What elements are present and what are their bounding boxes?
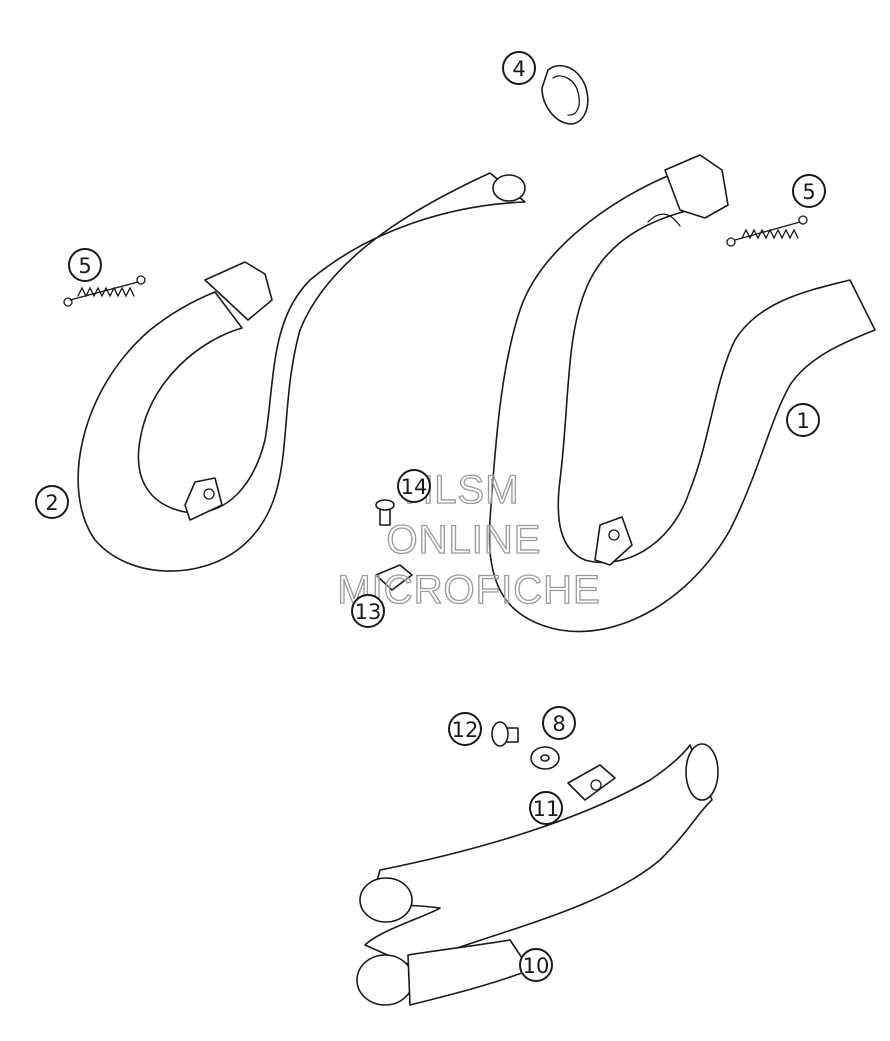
svg-text:8: 8 <box>552 712 565 736</box>
svg-text:12: 12 <box>452 718 479 742</box>
callout-8: 8 <box>542 706 576 740</box>
callout-14: 14 <box>397 469 431 503</box>
svg-text:13: 13 <box>355 600 382 624</box>
callout-4: 4 <box>502 51 536 85</box>
callout-11: 11 <box>529 791 563 825</box>
callout-12: 12 <box>448 712 482 746</box>
clip-nut-13 <box>375 564 413 591</box>
spring-left <box>63 275 146 307</box>
callout-5-left: 5 <box>68 248 102 282</box>
svg-text:4: 4 <box>512 57 525 81</box>
header-pipe-left <box>77 172 526 572</box>
svg-text:5: 5 <box>78 254 91 278</box>
washer-8 <box>530 746 560 770</box>
gasket <box>541 64 589 125</box>
callout-10: 10 <box>519 948 553 982</box>
svg-text:2: 2 <box>45 491 58 515</box>
clip-11 <box>567 764 616 801</box>
header-pipe-right <box>488 154 876 633</box>
bolt-12 <box>491 721 519 747</box>
svg-text:11: 11 <box>533 797 560 821</box>
svg-text:1: 1 <box>796 409 809 433</box>
svg-text:10: 10 <box>523 954 550 978</box>
svg-text:5: 5 <box>802 180 815 204</box>
svg-text:14: 14 <box>401 475 428 499</box>
callout-13: 13 <box>351 594 385 628</box>
bolt-14 <box>375 499 395 526</box>
callout-2: 2 <box>35 485 69 519</box>
spring-right <box>726 215 808 247</box>
callout-5-right: 5 <box>792 174 826 208</box>
callout-1: 1 <box>786 403 820 437</box>
watermark-line-2: ONLINE <box>387 518 542 562</box>
